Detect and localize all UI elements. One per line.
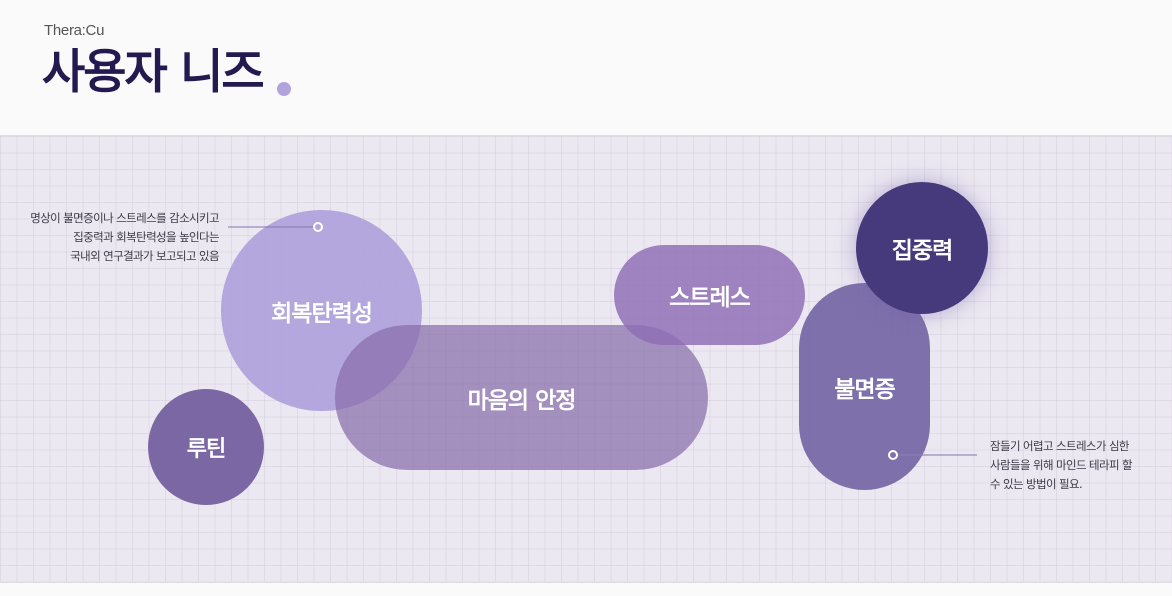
connector-dot-left [313, 222, 323, 232]
bubble-label: 회복탄력성 [271, 300, 373, 327]
bubble-label: 불면증 [834, 376, 895, 403]
note-line: 국내외 연구결과가 보고되고 있음 [70, 249, 219, 263]
connector-line-left [228, 226, 314, 228]
title-accent-dot [276, 82, 291, 96]
bubble-label: 집중력 [891, 238, 953, 264]
bubble-label: 마음의 안정 [467, 387, 577, 414]
bubble-stress: 스트레스 [614, 245, 805, 345]
note-research: 명상이 불면증이나 스트레스를 감소시키고 집중력과 회복탄력성을 높인다는 국… [30, 209, 219, 266]
page-title: 사용자 니즈 [42, 45, 265, 100]
note-need: 잠들기 어렵고 스트레스가 심한 사람들을 위해 마인드 테라피 할 수 있는 … [990, 437, 1133, 494]
bubble-focus: 집중력 [856, 182, 988, 314]
bubble-insomnia: 불면증 [799, 283, 930, 490]
note-line: 수 있는 방법이 필요. [990, 477, 1083, 491]
bubble-label: 루틴 [186, 437, 226, 462]
note-line: 잠들기 어렵고 스트레스가 심한 [990, 439, 1130, 453]
bubble-routine: 루틴 [148, 389, 264, 505]
connector-dot-right [888, 450, 898, 460]
bubble-peace-of-mind: 마음의 안정 [335, 325, 708, 470]
note-line: 집중력과 회복탄력성을 높인다는 [73, 230, 219, 244]
title-row: 사용자 니즈 [42, 44, 291, 102]
brand-label: Thera:Cu [44, 22, 105, 39]
bubble-label: 스트레스 [669, 285, 751, 311]
header: Thera:Cu 사용자 니즈 [0, 0, 1172, 135]
connector-line-right [897, 454, 977, 456]
note-line: 사람들을 위해 마인드 테라피 할 [990, 458, 1133, 472]
note-line: 명상이 불면증이나 스트레스를 감소시키고 [30, 211, 219, 225]
